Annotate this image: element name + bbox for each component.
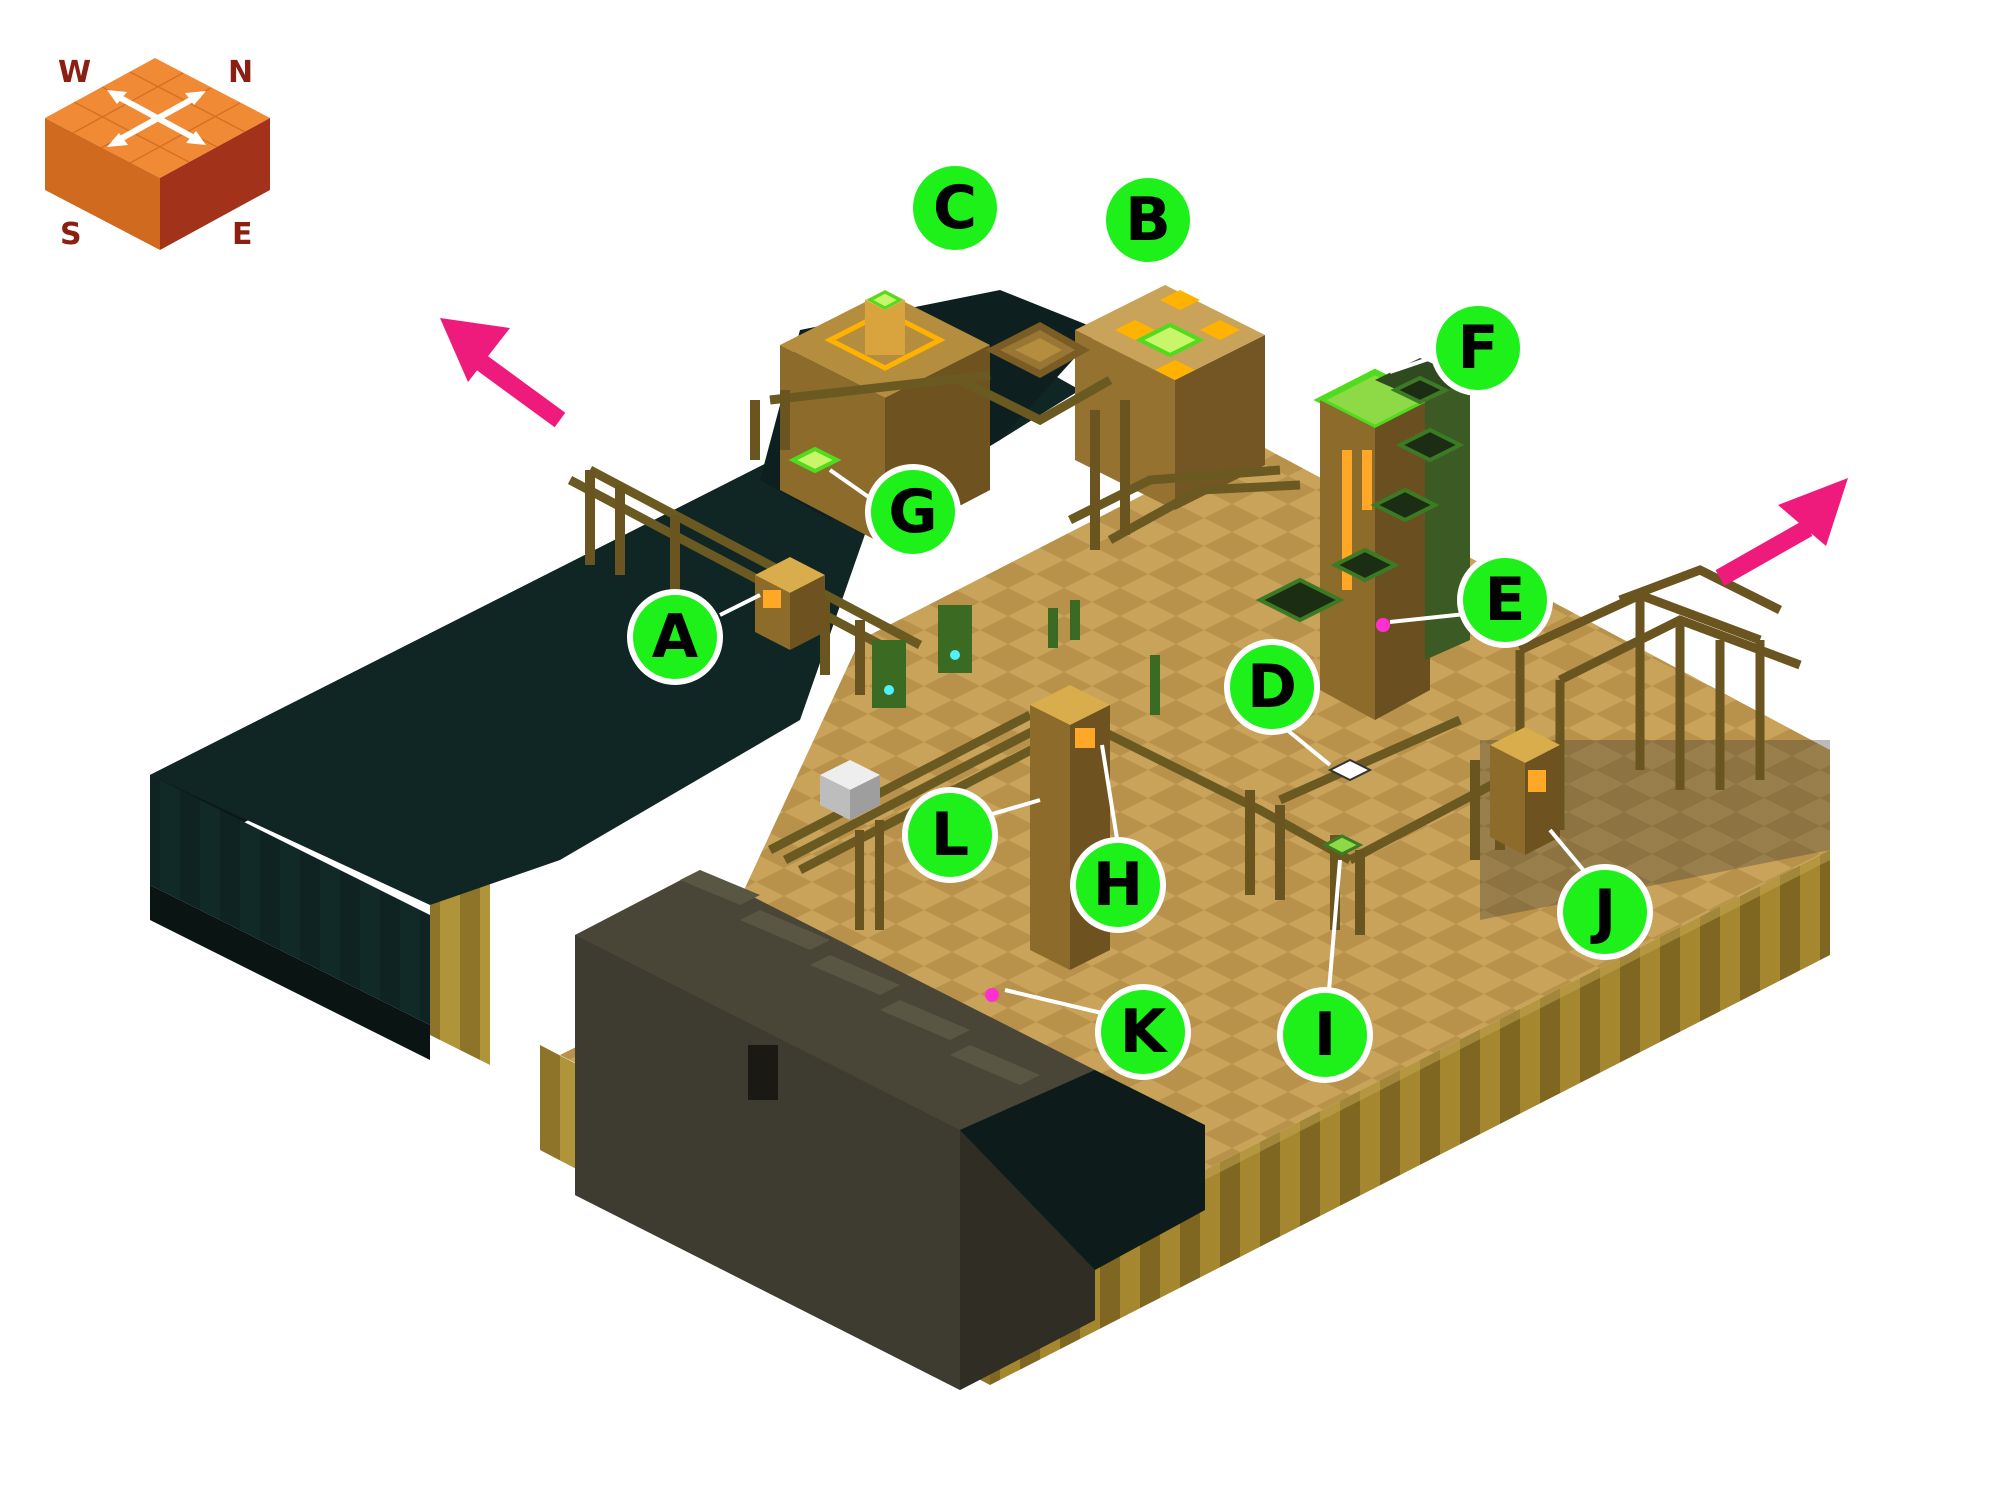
marker-j-label: J bbox=[1590, 877, 1616, 947]
marker-d[interactable]: D bbox=[1224, 639, 1320, 735]
exit-arrow-northeast[interactable] bbox=[1715, 478, 1848, 586]
switch-i[interactable] bbox=[1321, 834, 1364, 856]
bridge-posts bbox=[585, 390, 1505, 935]
marker-e-label: E bbox=[1485, 565, 1526, 635]
marker-d-label: D bbox=[1247, 652, 1297, 722]
marker-j[interactable]: J bbox=[1557, 864, 1653, 960]
marker-k-label: K bbox=[1120, 997, 1169, 1067]
marker-f-label: F bbox=[1458, 313, 1499, 383]
marker-l-label: L bbox=[931, 800, 969, 870]
marker-h[interactable]: H bbox=[1070, 837, 1166, 933]
marker-l[interactable]: L bbox=[902, 787, 998, 883]
marker-a-label: A bbox=[652, 602, 699, 672]
pillar-a bbox=[755, 557, 825, 650]
compass: W N S E bbox=[45, 55, 270, 252]
white-cube[interactable] bbox=[820, 760, 880, 820]
exit-arrow-icon bbox=[440, 318, 566, 428]
compass-north-label: N bbox=[228, 55, 253, 90]
marker-e[interactable]: E bbox=[1457, 552, 1553, 648]
marker-k[interactable]: K bbox=[1095, 984, 1191, 1080]
marker-c-label: C bbox=[933, 173, 977, 243]
tower-f bbox=[1255, 358, 1470, 720]
marker-a[interactable]: A bbox=[627, 589, 723, 685]
orb-k[interactable] bbox=[985, 988, 999, 1002]
marker-i[interactable]: I bbox=[1277, 987, 1373, 1083]
stone-stair-structure bbox=[575, 870, 1205, 1390]
compass-east-label: E bbox=[232, 217, 253, 252]
walkways bbox=[567, 370, 1523, 874]
stepped-pyramid bbox=[985, 322, 1090, 378]
marker-g[interactable]: G bbox=[865, 464, 961, 560]
compass-west-label: W bbox=[58, 55, 91, 90]
marker-h-label: H bbox=[1093, 850, 1143, 920]
compass-south-label: S bbox=[60, 217, 82, 252]
stone-doorway bbox=[748, 1045, 778, 1100]
exit-arrow-northwest[interactable] bbox=[440, 318, 566, 428]
marker-f[interactable]: F bbox=[1430, 300, 1526, 396]
marker-b-label: B bbox=[1125, 185, 1171, 255]
green-creatures bbox=[872, 600, 1160, 715]
marker-b[interactable]: B bbox=[1100, 172, 1196, 268]
switch-c-top[interactable] bbox=[866, 290, 904, 310]
marker-c[interactable]: C bbox=[907, 160, 1003, 256]
pillar-j bbox=[1490, 727, 1560, 855]
exit-arrow-icon bbox=[1715, 478, 1848, 586]
marker-g-label: G bbox=[888, 477, 937, 547]
compass-cube-icon bbox=[45, 58, 270, 250]
switch-d[interactable] bbox=[1327, 758, 1373, 782]
marker-i-label: I bbox=[1314, 1000, 1336, 1070]
switch-g[interactable] bbox=[788, 446, 842, 474]
